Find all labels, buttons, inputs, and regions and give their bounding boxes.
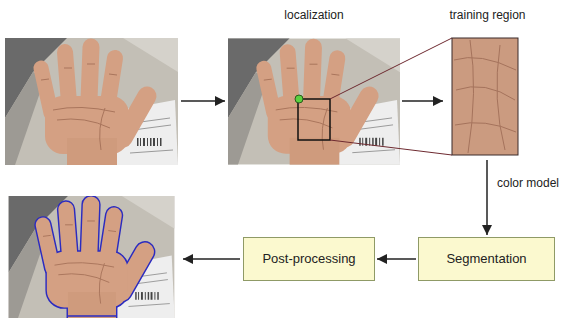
- seed-point: [295, 95, 303, 103]
- node-label: Segmentation: [446, 251, 526, 267]
- hand-photo: [5, 38, 178, 165]
- process-box: Segmentation: [418, 237, 555, 281]
- photo-step: localization: [228, 5, 400, 165]
- zoom-line: [330, 140, 452, 155]
- flow-arrow: [402, 100, 443, 102]
- skin-patch: [452, 38, 518, 155]
- edge-label: color model: [497, 176, 559, 190]
- training-patch: training region: [445, 5, 530, 158]
- node-label: localization: [284, 8, 343, 22]
- node-label: training region: [449, 8, 525, 22]
- flow-arrow: [183, 258, 240, 260]
- training-rect: [298, 99, 330, 140]
- process-box: Post-processing: [243, 237, 375, 281]
- zoom-line: [330, 38, 452, 99]
- flow-arrow: [181, 100, 225, 102]
- segmented-hand-photo: [8, 196, 174, 318]
- node-label: Post-processing: [262, 251, 355, 267]
- flow-arrow: [486, 160, 488, 235]
- flow-arrow: [377, 258, 416, 260]
